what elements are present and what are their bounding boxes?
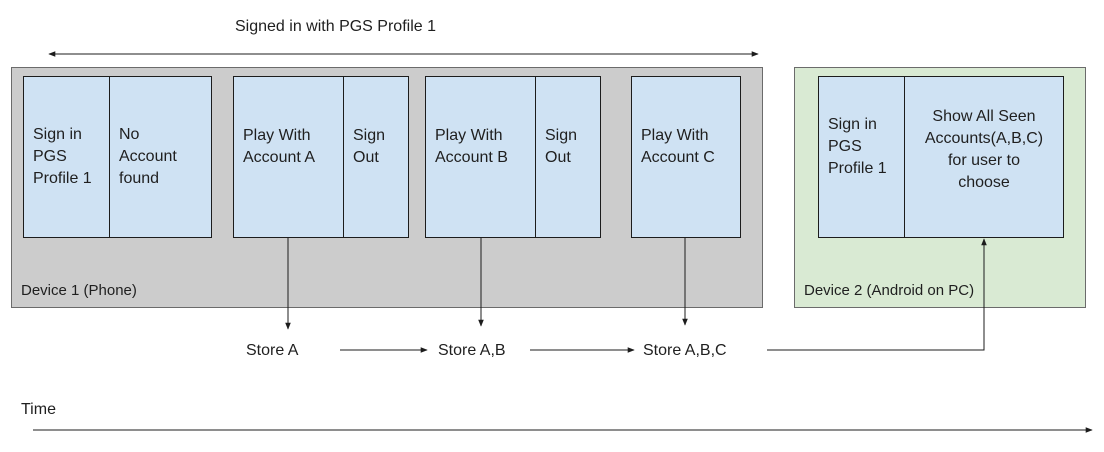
device-2-label: Device 2 (Android on PC) xyxy=(804,282,975,299)
store-label-abc: Store A,B,C xyxy=(643,342,727,359)
step-sign-out-b: Sign Out xyxy=(535,76,601,238)
step-sign-in-pgs-profile-1: Sign in PGS Profile 1 xyxy=(23,76,110,238)
store-label-a: Store A xyxy=(246,342,299,359)
device-1-label: Device 1 (Phone) xyxy=(21,282,137,299)
time-label: Time xyxy=(21,401,56,418)
step-play-with-account-a: Play With Account A xyxy=(233,76,344,238)
step-show-all-seen-accounts: Show All Seen Accounts(A,B,C) for user t… xyxy=(904,76,1064,238)
arrow-store-abc-to-device2 xyxy=(767,238,987,351)
step-play-with-account-b: Play With Account B xyxy=(425,76,536,238)
step-play-with-account-c: Play With Account C xyxy=(631,76,741,238)
store-label-ab: Store A,B xyxy=(438,342,506,359)
step-no-account-found: No Account found xyxy=(109,76,212,238)
step-device2-sign-in-pgs-profile-1: Sign in PGS Profile 1 xyxy=(818,76,905,238)
step-sign-out-a: Sign Out xyxy=(343,76,409,238)
signed-in-label: Signed in with PGS Profile 1 xyxy=(235,18,436,35)
